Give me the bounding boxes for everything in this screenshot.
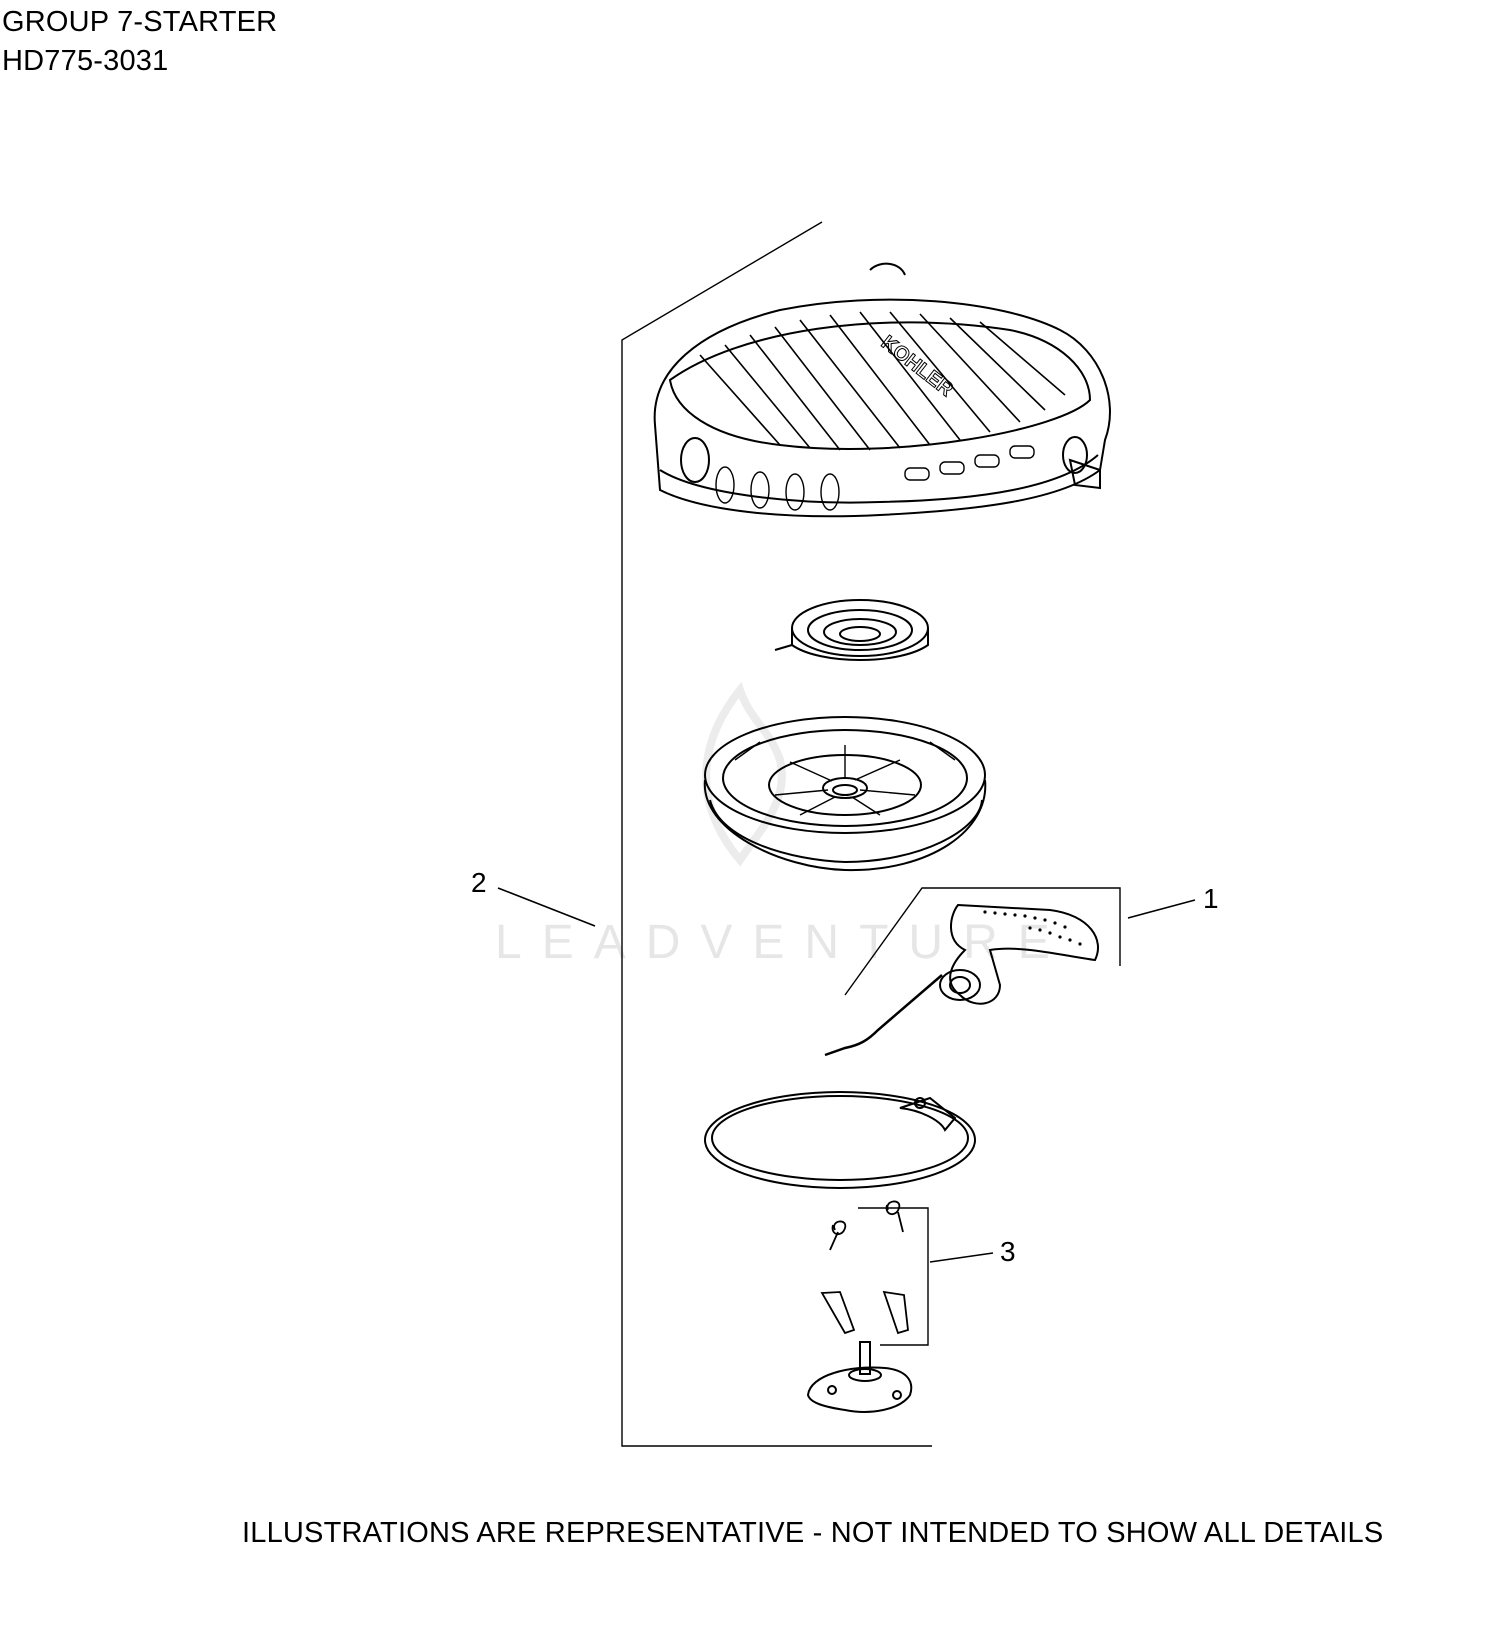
leader-line-2: [497, 887, 596, 927]
callout-1: 1: [1203, 883, 1219, 914]
retainer-hub-part: [806, 1341, 913, 1413]
diagram-group-title: GROUP 7-STARTER: [2, 6, 278, 38]
watermark-text: LEADVENTURE: [495, 916, 1070, 969]
callout-2: 2: [471, 867, 487, 898]
pawl-and-spring-kit-part: [820, 1200, 929, 1346]
starter-handle-and-rope-part: [704, 887, 1121, 1189]
leader-line-1: [1127, 899, 1196, 919]
disclaimer-text: ILLUSTRATIONS ARE REPRESENTATIVE - NOT I…: [242, 1517, 1384, 1549]
assembly-bracket: [621, 221, 932, 1447]
recoil-spring-part: [774, 599, 929, 661]
starter-cover-part: KOHLER: [653, 262, 1111, 518]
pulley-part: [703, 716, 987, 872]
watermark: LEADVENTURE: [495, 681, 1070, 969]
leader-line-3: [929, 1252, 994, 1263]
diagram-part-number: HD775-3031: [2, 45, 169, 77]
leader-lines: [497, 887, 1196, 1263]
callout-3: 3: [1000, 1236, 1016, 1267]
